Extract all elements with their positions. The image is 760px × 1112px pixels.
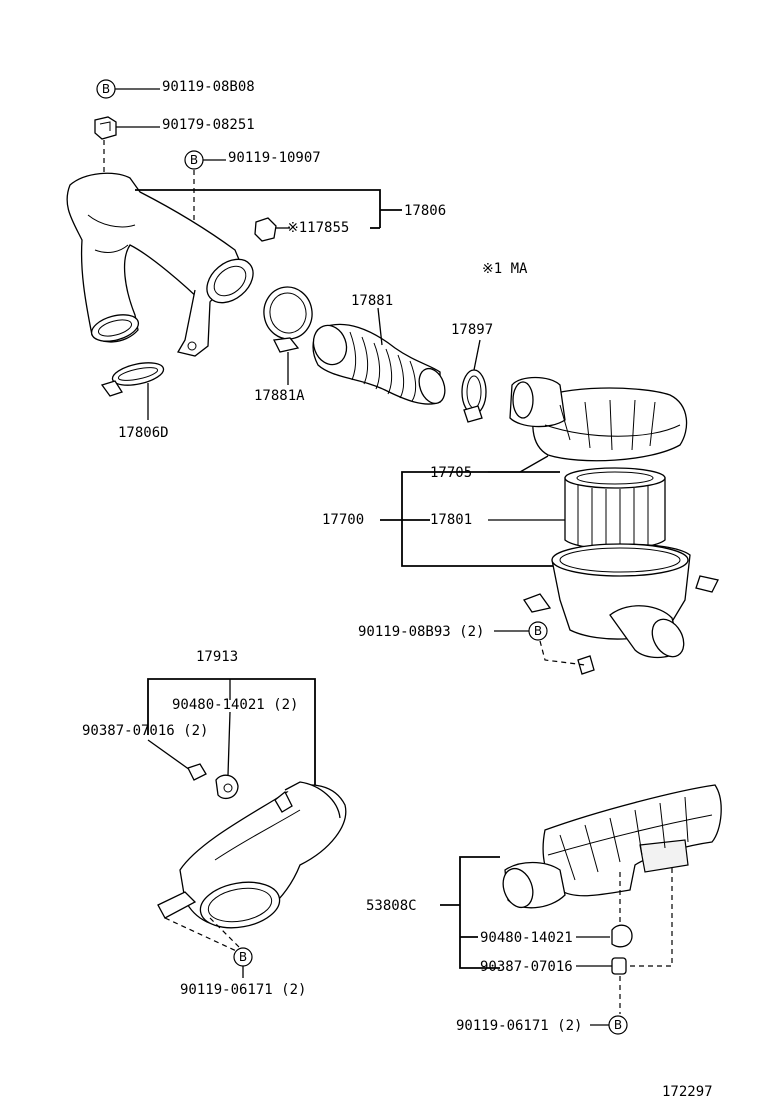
label-90179-08251: 90179-08251 xyxy=(162,117,255,133)
clamp-17806D xyxy=(100,362,165,397)
bolt-marker-hose: B xyxy=(184,150,204,170)
svg-text:B: B xyxy=(190,153,198,167)
label-17913: 17913 xyxy=(196,649,238,665)
label-17881: 17881 xyxy=(351,293,393,309)
filter-element-17801 xyxy=(564,467,666,550)
clamp-17897 xyxy=(461,369,487,423)
bellows-hose-17881 xyxy=(312,323,446,405)
collar-90387-right xyxy=(611,957,627,975)
label-53808C: 53808C xyxy=(366,898,417,914)
label-17806D: 17806D xyxy=(118,425,169,441)
air-cleaner-case xyxy=(523,543,719,675)
label-90119-10907: 90119-10907 xyxy=(228,150,321,166)
label-90480-14021-2: 90480-14021 (2) xyxy=(172,697,298,713)
label-90119-06171-right: 90119-06171 (2) xyxy=(456,1018,582,1034)
svg-text:B: B xyxy=(239,950,247,964)
cap-part-17855 xyxy=(254,217,277,242)
label-17881A: 17881A xyxy=(254,388,305,404)
duct-17913 xyxy=(157,781,347,929)
label-17705: 17705 xyxy=(430,465,472,481)
label-90387-07016: 90387-07016 xyxy=(480,959,573,975)
label-17897: 17897 xyxy=(451,322,493,338)
label-17700: 17700 xyxy=(322,512,364,528)
air-duct-53808C xyxy=(502,784,722,909)
air-cleaner-cap-17705 xyxy=(509,376,688,462)
bolt-marker-duct-right: B xyxy=(608,1015,628,1035)
label-90480-14021: 90480-14021 xyxy=(480,930,573,946)
clip-part-90179 xyxy=(94,116,117,140)
svg-text:B: B xyxy=(534,624,542,638)
note-ma: ※1 MA xyxy=(482,261,528,277)
diagram-reference-number: 172297 xyxy=(662,1084,713,1100)
bolt-marker-case: B xyxy=(528,621,548,641)
label-17801: 17801 xyxy=(430,512,472,528)
bolt-marker-top: B xyxy=(96,79,116,99)
clamp-17881A xyxy=(263,286,313,353)
intake-hose-17806 xyxy=(66,172,254,357)
label-90119-08B93: 90119-08B93 (2) xyxy=(358,624,484,640)
grommet-90480-right xyxy=(611,924,633,948)
label-17855: ※117855 xyxy=(287,220,349,236)
grommet-90480-left xyxy=(215,774,239,800)
svg-text:B: B xyxy=(614,1018,622,1032)
cap-90387-left xyxy=(187,763,207,781)
label-17806: 17806 xyxy=(404,203,446,219)
label-90387-07016-2: 90387-07016 (2) xyxy=(82,723,208,739)
label-90119-06171-left: 90119-06171 (2) xyxy=(180,982,306,998)
svg-text:B: B xyxy=(102,82,110,96)
label-90119-08B08: 90119-08B08 xyxy=(162,79,255,95)
bolt-marker-duct: B xyxy=(233,947,253,967)
